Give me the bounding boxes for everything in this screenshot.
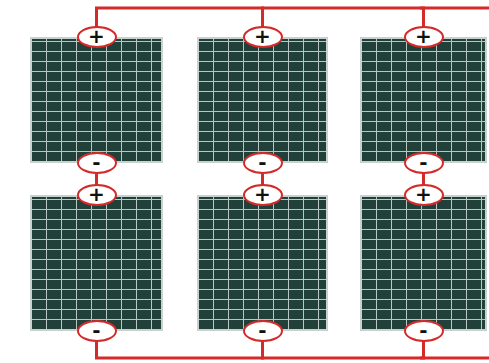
positive-terminal: +	[77, 184, 117, 206]
positive-terminal: +	[404, 184, 444, 206]
negative-terminal: -	[404, 152, 444, 174]
positive-terminal: +	[404, 26, 444, 48]
positive-terminal: +	[243, 184, 283, 206]
negative-terminal: -	[404, 320, 444, 342]
positive-terminal: +	[77, 26, 117, 48]
negative-terminal: -	[243, 320, 283, 342]
solar-panel: +-	[197, 37, 328, 163]
negative-terminal: -	[77, 152, 117, 174]
solar-panel: +-	[30, 37, 163, 163]
positive-terminal: +	[243, 26, 283, 48]
solar-panel: +-	[197, 195, 328, 331]
wire	[263, 8, 424, 37]
wire	[97, 331, 263, 358]
solar-panel: +-	[360, 195, 487, 331]
solar-panel: +-	[360, 37, 487, 163]
wire	[263, 331, 424, 358]
wire	[97, 8, 263, 37]
solar-panel: +-	[30, 195, 163, 331]
bus-wire	[420, 357, 489, 360]
negative-terminal: -	[243, 152, 283, 174]
bus-wire	[420, 7, 489, 10]
negative-terminal: -	[77, 320, 117, 342]
